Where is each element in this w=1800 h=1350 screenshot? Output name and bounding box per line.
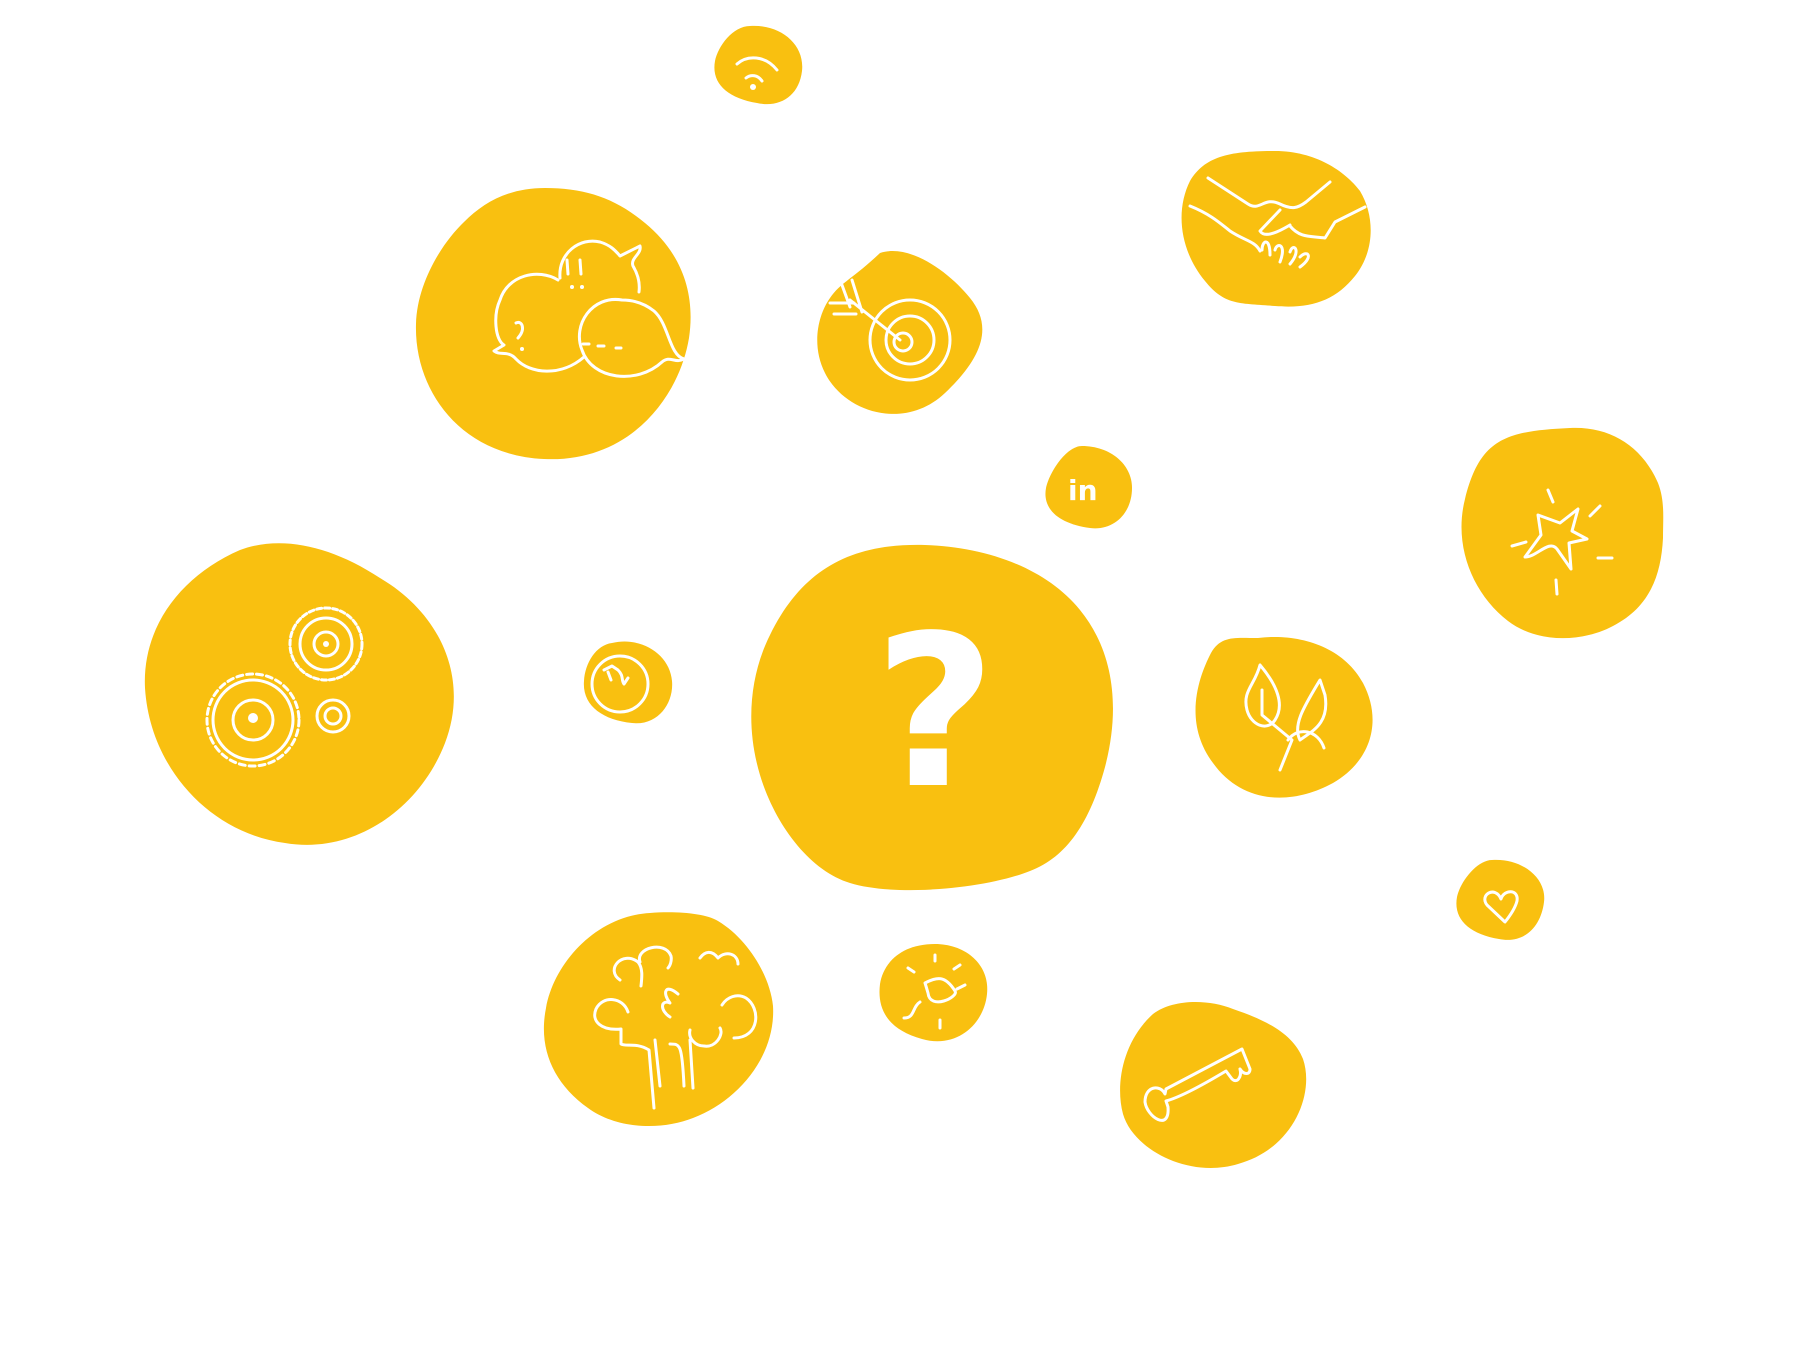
- lightbulb-icon: [902, 953, 967, 1030]
- key-bubble: [1120, 1002, 1307, 1168]
- handshake-bubble: [1181, 151, 1371, 307]
- gears-icon: [205, 606, 364, 768]
- linkedin-bubble: in: [1045, 446, 1132, 529]
- sparkle-bubble: [1461, 427, 1664, 639]
- linkedin-icon: in: [1068, 474, 1098, 507]
- target-arrow-icon: [828, 278, 952, 382]
- question-bubble: ?: [751, 544, 1113, 891]
- heart-icon: [1483, 890, 1519, 924]
- plant-bubble: [1195, 636, 1373, 798]
- wifi-icon: [735, 56, 779, 90]
- lightbulb-bubble: [879, 944, 988, 1042]
- refresh-icon: [590, 654, 650, 714]
- sparkle-star-icon: [1510, 488, 1614, 596]
- key-icon: [1143, 1047, 1252, 1122]
- tree-icon: [593, 945, 758, 1110]
- tree-bubble: [543, 912, 774, 1127]
- refresh-bubble: [583, 641, 673, 724]
- target-bubble: [817, 251, 983, 414]
- handshake-icon: [1188, 176, 1367, 269]
- plant-sprout-icon: [1244, 663, 1328, 772]
- chat-bubble: [415, 188, 691, 460]
- gears-bubble: [144, 543, 454, 845]
- heart-bubble: [1456, 859, 1545, 940]
- wifi-bubble: [714, 25, 803, 105]
- question-mark-icon: ?: [874, 590, 996, 835]
- chat-bubbles-icon: [492, 239, 686, 378]
